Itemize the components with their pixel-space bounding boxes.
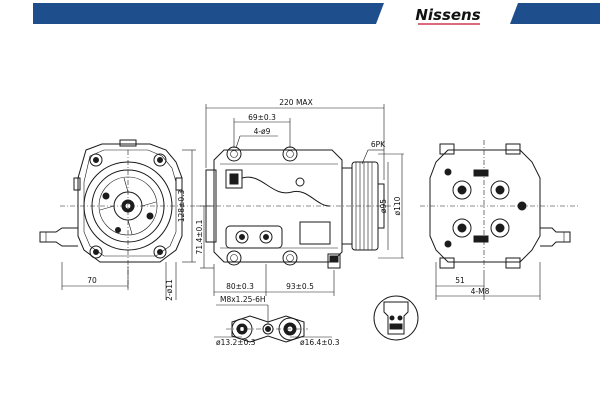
brand-logo: Nissens: [415, 6, 480, 24]
overall-length-label: 220 MAX: [279, 98, 312, 107]
rear-holes-label: 4-M8: [471, 287, 490, 296]
bottom-offset-left-label: 80±0.3: [226, 282, 254, 291]
compressor-front-view-icon: [39, 139, 196, 290]
port-flange-detail-icon: [226, 315, 308, 343]
front-view-dimensions: 70 128±0.3 2-ø11: [61, 149, 196, 301]
port-large-label: ø16.4±0.3: [300, 338, 340, 347]
height-label: 128±0.3: [177, 190, 186, 223]
center-height-label: 71.4±0.1: [195, 219, 204, 254]
pulley-outer-label: ø95: [379, 199, 388, 213]
header-band-right: [510, 3, 600, 24]
compressor-side-view-icon: [196, 146, 394, 269]
front-offset-label: 2-ø11: [165, 279, 174, 301]
pulley-body-label: ø110: [393, 196, 402, 215]
compressor-rear-view-icon: [420, 140, 578, 272]
port-thread-label: M8x1.25-6H: [220, 295, 266, 304]
side-view-dimensions: 220 MAX 69±0.3 4-ø9 6PK ø95 ø110 71.4±0.…: [195, 98, 404, 296]
bottom-offset-right-label: 93±0.5: [286, 282, 314, 291]
mount-spacing-label: 69±0.3: [248, 113, 276, 122]
port-detail-labels: M8x1.25-6H ø13.2±0.3 ø16.4±0.3: [214, 295, 340, 347]
rear-width-label: 51: [455, 276, 465, 285]
pulley-type-label: 6PK: [371, 140, 386, 149]
mount-holes-label: 4-ø9: [254, 127, 271, 136]
rear-view-dimensions: 51 4-M8: [435, 262, 541, 300]
header-band-left: [33, 3, 384, 24]
header-band: Nissens: [33, 3, 600, 25]
port-small-label: ø13.2±0.3: [216, 338, 256, 347]
electrical-connector-icon: [373, 295, 419, 341]
front-width-label: 70: [87, 276, 97, 285]
